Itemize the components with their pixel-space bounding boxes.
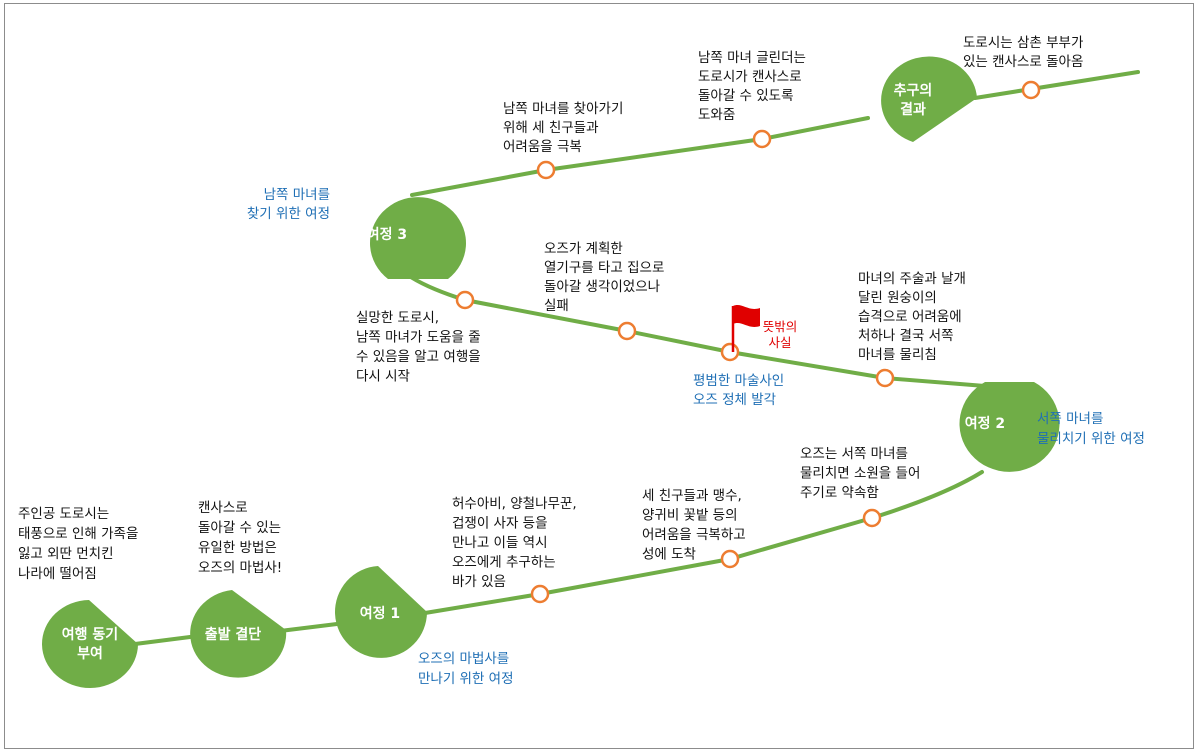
diagram-frame <box>4 3 1194 749</box>
path-segment <box>423 470 984 615</box>
node-journey1-label: 여정 1 <box>360 605 400 622</box>
event-marker <box>862 508 882 528</box>
event-marker <box>617 321 637 341</box>
node-journey1: 여정 1 <box>335 566 427 658</box>
event-marker <box>875 368 895 388</box>
node-journey3-label: 여정 3 <box>367 226 407 243</box>
node-departure: 출발 결단 <box>190 590 287 678</box>
event-marker <box>530 584 550 604</box>
node-departure-label: 출발 결단 <box>205 626 262 643</box>
node-journey2: 여정 2 <box>959 382 1060 472</box>
event-marker <box>455 290 475 310</box>
journey-path <box>133 70 1140 646</box>
event-marker <box>1021 80 1041 100</box>
path-segment <box>410 116 870 197</box>
event-marker <box>720 342 740 362</box>
path-segment <box>278 621 347 633</box>
node-journey3: 여정 3 <box>367 197 467 279</box>
event-marker <box>536 160 556 180</box>
event-marker <box>720 549 740 569</box>
flag-icon <box>731 305 760 352</box>
node-journey2-label: 여정 2 <box>965 415 1005 432</box>
path-segment <box>133 635 192 646</box>
event-marker <box>752 129 772 149</box>
path-segment <box>973 70 1140 100</box>
